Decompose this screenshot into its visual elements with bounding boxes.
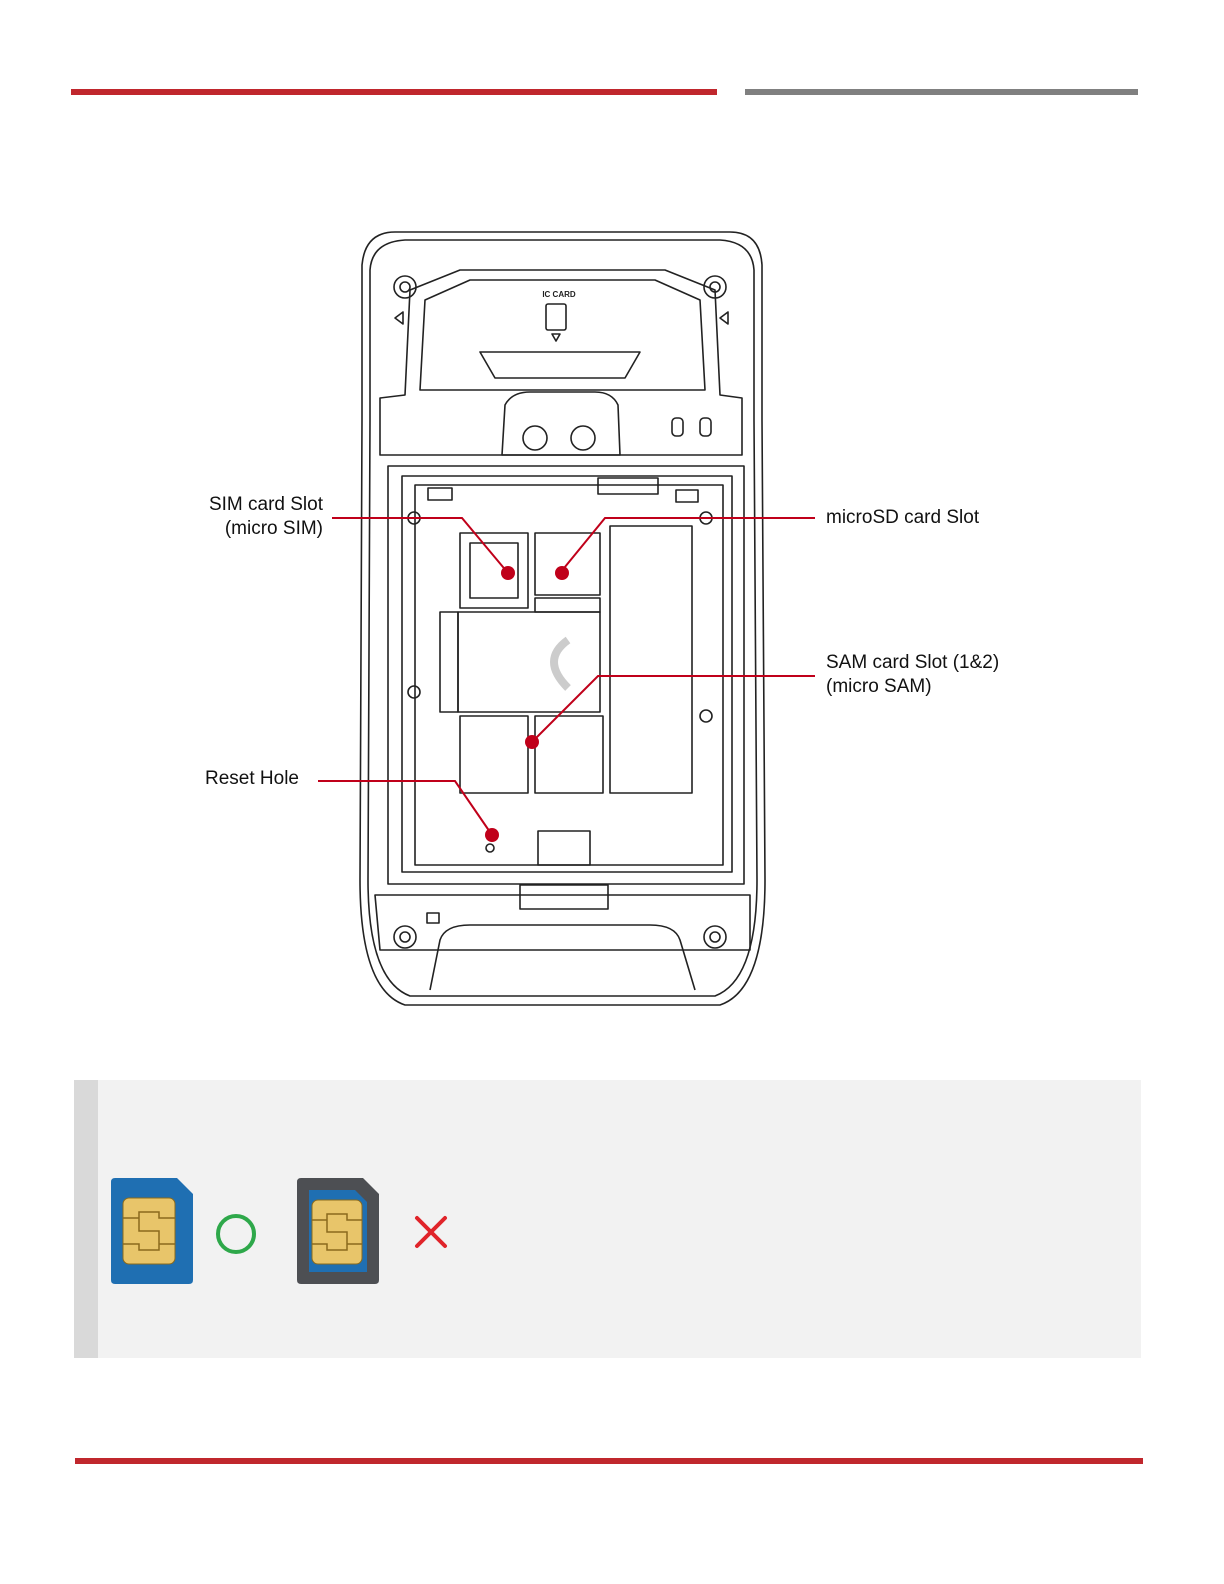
microsd-slot-callout: microSD card Slot: [826, 506, 979, 530]
sim-slot-leader: [332, 518, 508, 573]
cross-ng-icon: [413, 1214, 449, 1250]
sim-slot-sublabel: (micro SIM): [180, 517, 323, 541]
reset-hole-label: Reset Hole: [205, 767, 299, 791]
sim-slot-label: SIM card Slot: [180, 493, 323, 517]
reset-hole-callout: Reset Hole: [205, 767, 299, 791]
reset-hole-dot: [485, 828, 499, 842]
device-housing: [360, 232, 765, 1005]
sim-slot-callout: SIM card Slot (micro SIM): [180, 493, 323, 541]
sam-slot-dot: [525, 735, 539, 749]
note-box: [74, 1080, 1141, 1358]
ic-card-label: IC CARD: [542, 290, 576, 299]
sam-slot-sublabel: (micro SAM): [826, 675, 999, 699]
circle-ok-icon: [214, 1212, 258, 1256]
microsd-slot-dot: [555, 566, 569, 580]
sam-slot-leader: [532, 676, 815, 742]
note-accent-bar: [74, 1080, 98, 1358]
sam-slot-label: SAM card Slot (1&2): [826, 651, 999, 675]
microsd-slot-label: microSD card Slot: [826, 506, 979, 530]
nano-sim-in-adapter-icon: [297, 1178, 381, 1284]
reset-hole-leader: [318, 781, 492, 835]
sam-slot-callout: SAM card Slot (1&2) (micro SAM): [826, 651, 999, 699]
micro-sim-card-icon: [111, 1178, 195, 1284]
sim-slot-dot: [501, 566, 515, 580]
footer-rule-red: [75, 1458, 1143, 1464]
